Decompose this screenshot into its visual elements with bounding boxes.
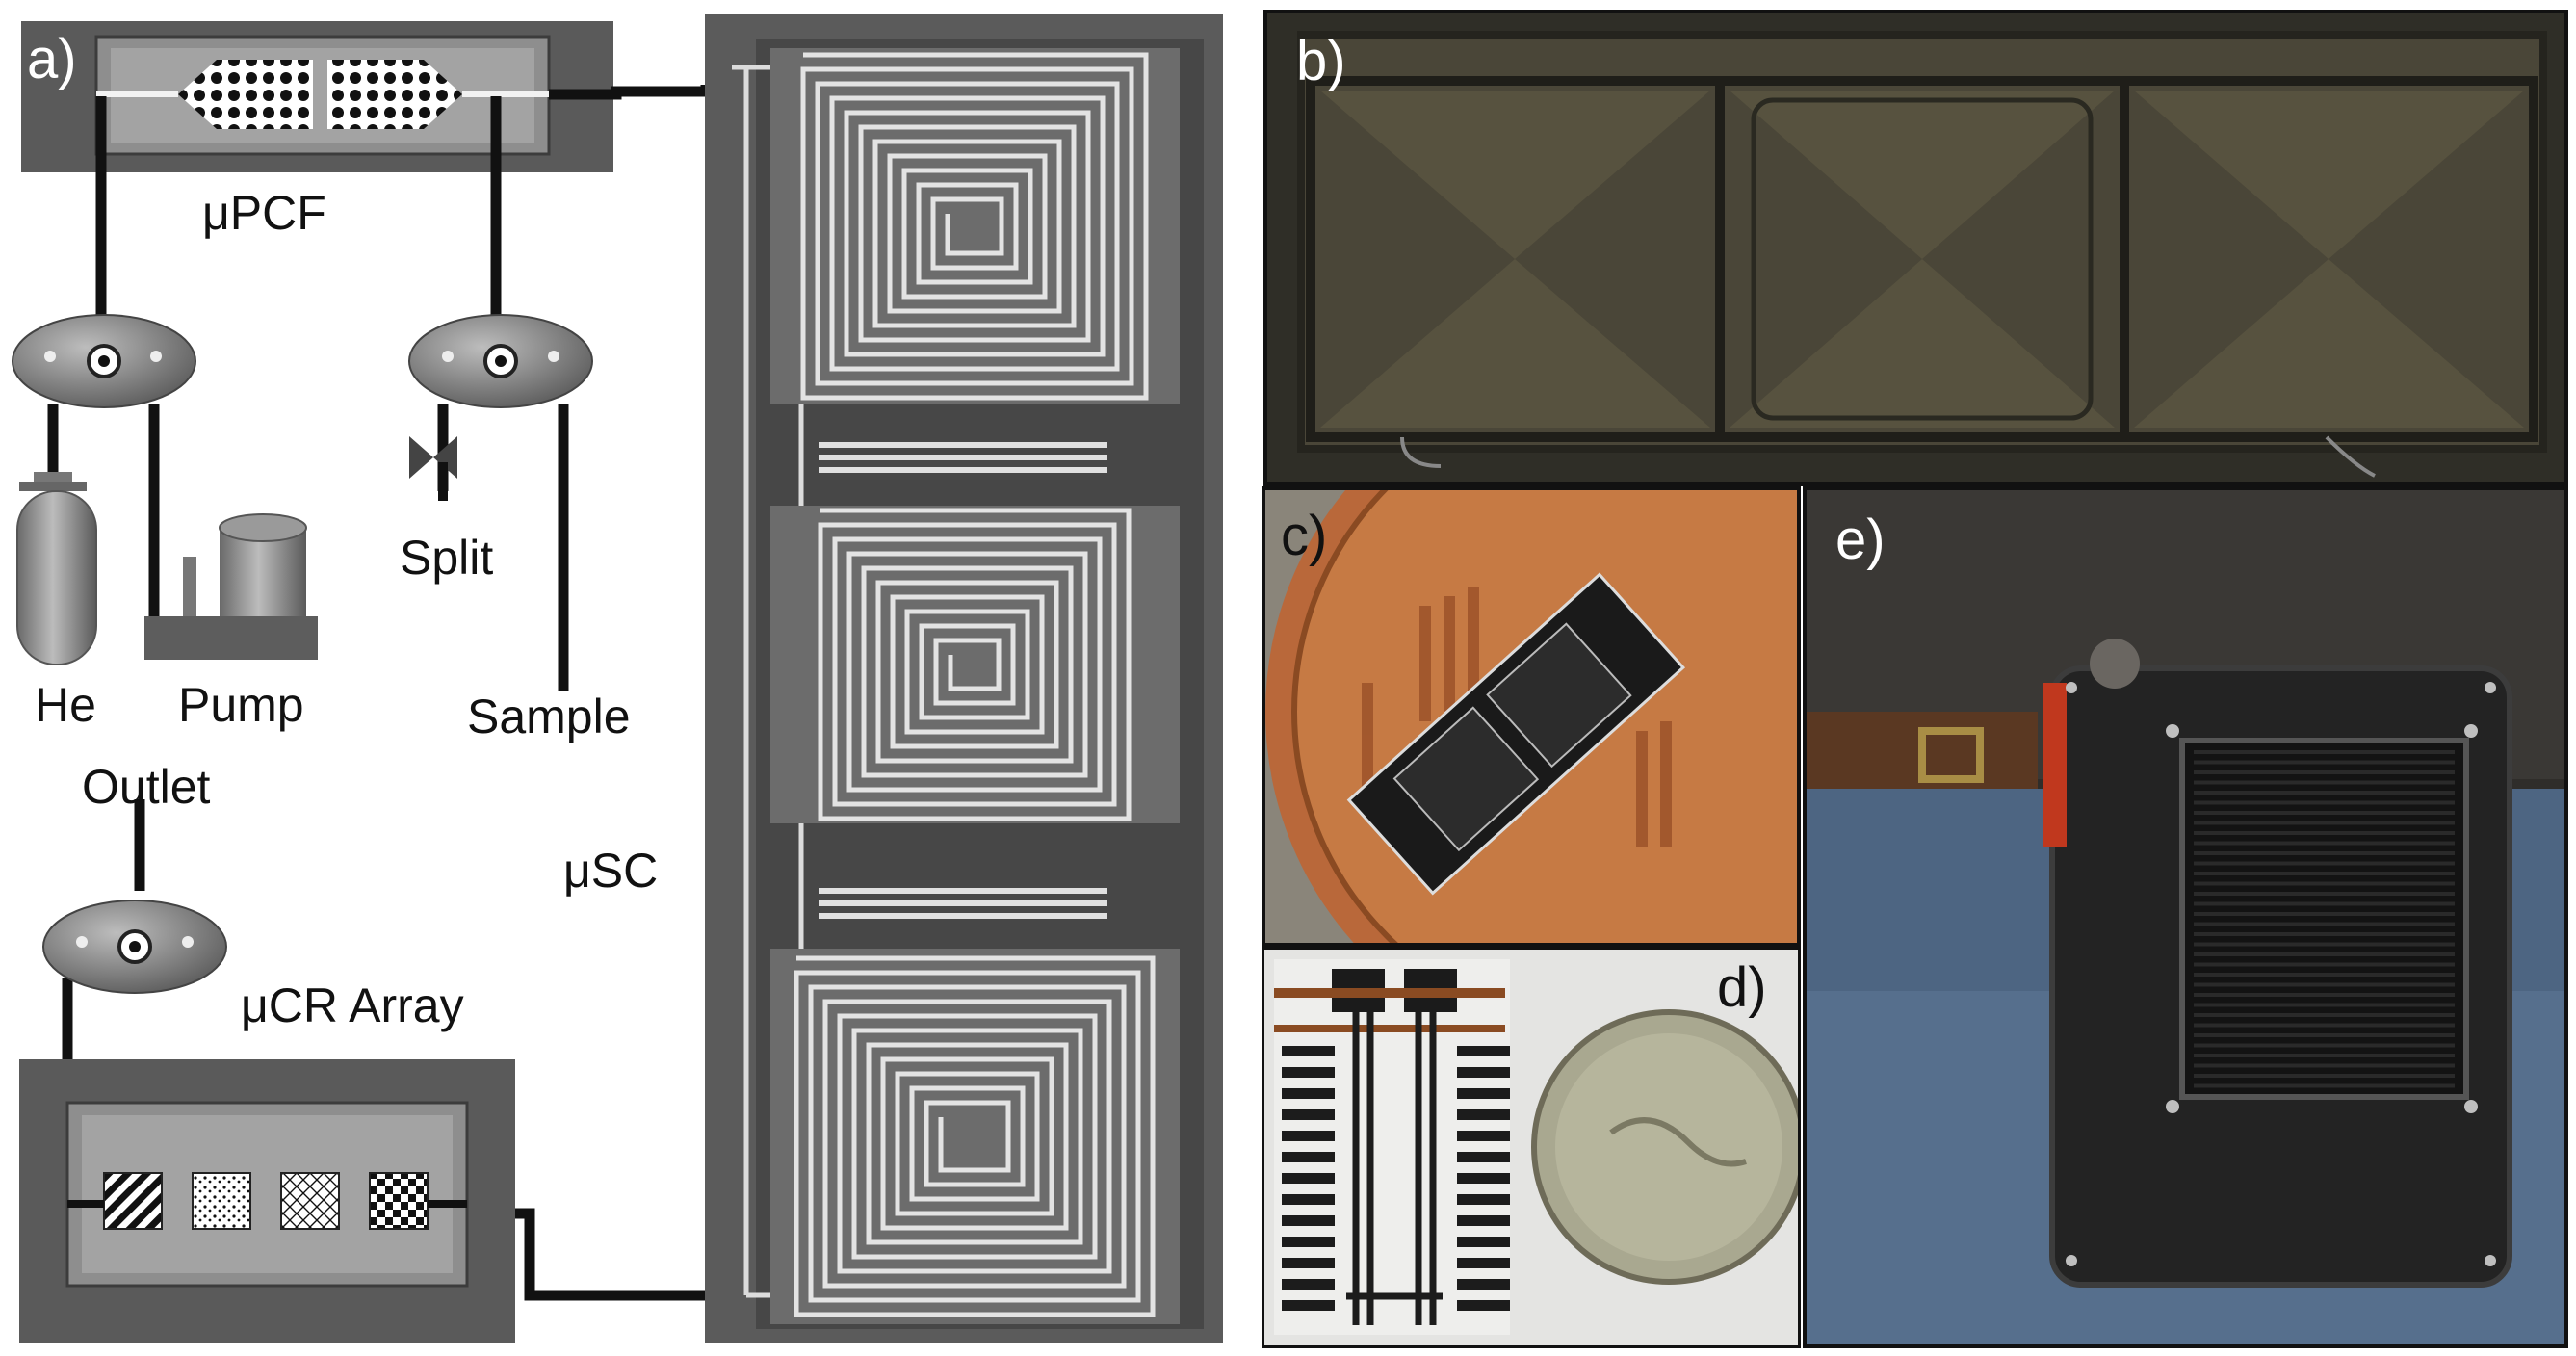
valve-left-icon[interactable] [12, 314, 196, 408]
contact-pad [1282, 1088, 1335, 1099]
contact-pad [1457, 1279, 1510, 1290]
contact-pad [1457, 1300, 1510, 1311]
contact-pad [1457, 1046, 1510, 1056]
contact-pad [1457, 1109, 1510, 1120]
label-he: He [35, 678, 96, 732]
contact-pad [1457, 1215, 1510, 1226]
label-sample: Sample [467, 690, 631, 743]
contact-pad [1457, 1237, 1510, 1247]
contact-pad [1282, 1237, 1335, 1247]
panel-c-letter: c) [1281, 505, 1328, 567]
contact-pad [1282, 1067, 1335, 1078]
panel-d-letter: d) [1717, 956, 1767, 1019]
label-ucr-array: μCR Array [241, 978, 464, 1032]
label-pump: Pump [178, 678, 304, 732]
panel-c-photo: c) [1262, 486, 1801, 947]
split-valve-icon [409, 436, 457, 501]
contact-pad [1282, 1300, 1335, 1311]
contact-pad [1282, 1173, 1335, 1184]
contact-pad [1282, 1046, 1335, 1056]
contact-pad [1457, 1088, 1510, 1099]
contact-pad [1282, 1258, 1335, 1268]
panel-e-photo: e) [1803, 486, 2568, 1348]
valve-right-icon[interactable] [408, 314, 593, 408]
usc-column-chip [705, 14, 1223, 1343]
panel-a-letter: a) [27, 28, 77, 91]
contact-pad [1457, 1131, 1510, 1141]
contact-pad [1457, 1173, 1510, 1184]
spiral-channel [818, 508, 1132, 821]
valve-bottom-icon[interactable] [42, 900, 227, 994]
panel-e-letter: e) [1835, 508, 1886, 571]
helium-cylinder-icon [16, 472, 97, 665]
panel-a: a) μPCF He Pump Split Sample Outlet μCR … [0, 0, 1242, 1356]
label-split: Split [400, 531, 494, 585]
panel-b-photo: b) [1263, 10, 2568, 486]
spiral-channel [794, 955, 1156, 1317]
ucr-array-chip [19, 1059, 515, 1343]
contact-pad [1457, 1152, 1510, 1162]
contact-pad [1282, 1152, 1335, 1162]
contact-pad [1282, 1279, 1335, 1290]
label-usc: μSC [563, 844, 659, 898]
upcf-chip [21, 21, 613, 172]
contact-pad [1282, 1215, 1335, 1226]
contact-pad [1457, 1067, 1510, 1078]
contact-pad [1457, 1258, 1510, 1268]
label-upcf: μPCF [202, 186, 326, 240]
contact-pad [1282, 1109, 1335, 1120]
panel-b-letter: b) [1296, 30, 1346, 92]
pump-icon [144, 513, 318, 660]
label-outlet: Outlet [82, 760, 211, 814]
panel-d-photo: d) [1262, 947, 1801, 1348]
contact-pad [1457, 1194, 1510, 1205]
panel-a-drawing [12, 14, 1223, 1343]
contact-pad [1282, 1131, 1335, 1141]
spiral-channel [800, 52, 1149, 401]
contact-pad [1282, 1194, 1335, 1205]
